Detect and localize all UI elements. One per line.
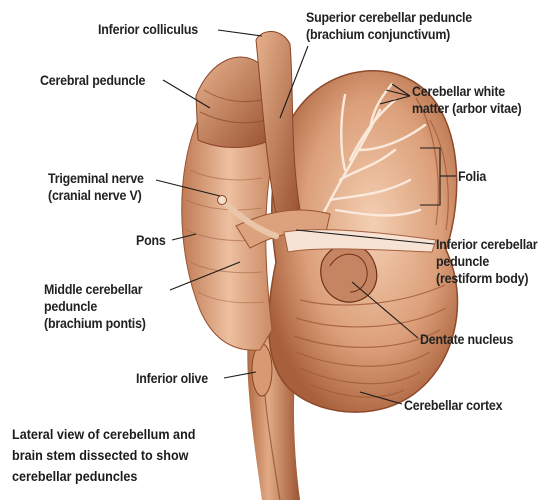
label-inferior-olive: Inferior olive	[136, 370, 208, 387]
figure-caption: Lateral view of cerebellum and brain ste…	[12, 424, 195, 487]
olive-shape	[252, 344, 272, 396]
label-cerebral-peduncle: Cerebral peduncle	[40, 72, 145, 89]
label-folia: Folia	[458, 168, 486, 185]
label-pons: Pons	[136, 232, 166, 249]
label-superior-cerebellar-peduncle: Superior cerebellar peduncle (brachium c…	[306, 9, 472, 43]
label-inferior-colliculus: Inferior colliculus	[98, 21, 198, 38]
label-cerebellar-white-matter: Cerebellar white matter (arbor vitae)	[412, 83, 522, 117]
label-inferior-cerebellar-peduncle: Inferior cerebellar peduncle (restiform …	[436, 236, 537, 287]
label-trigeminal-nerve: Trigeminal nerve (cranial nerve V)	[48, 170, 144, 204]
label-middle-cerebellar-peduncle: Middle cerebellar peduncle (brachium pon…	[44, 281, 146, 332]
label-cerebellar-cortex: Cerebellar cortex	[404, 397, 502, 414]
label-dentate-nucleus: Dentate nucleus	[420, 331, 513, 348]
dentate-shape	[321, 244, 377, 302]
